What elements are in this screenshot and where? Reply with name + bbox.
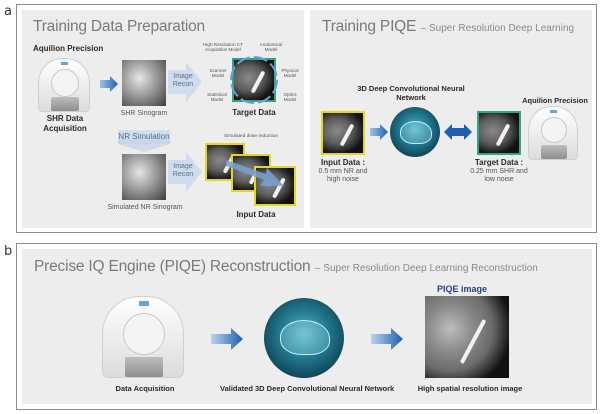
shr-sinogram-label: SHR Sinogram: [120, 110, 168, 117]
card-subtitle: – Super Resolution Deep Learning: [420, 23, 575, 34]
input-data-image: [321, 111, 365, 155]
card-subtitle: – Super Resolution Deep Learning Reconst…: [314, 263, 538, 274]
card-title: Precise IQ Engine (PIQE) Reconstruction: [34, 258, 311, 275]
target-data-image: [477, 111, 521, 155]
input-data-description: 0.5 mm NR and high noise: [318, 168, 368, 184]
target-data-label: Target Data: [232, 108, 276, 117]
target-data-title: Target Data :: [474, 158, 524, 167]
piqe-heading: Precise IQ Engine (PIQE) Reconstruction …: [34, 258, 538, 276]
step-label-network: Validated 3D Deep Convolutional Neural N…: [220, 384, 395, 393]
ct-scanner-image: [102, 296, 184, 378]
card-title: Training Data Preparation: [33, 18, 205, 35]
simulated-sinogram-label: Simulated NR Sinogram: [107, 204, 183, 211]
arrow-right-icon: [100, 76, 118, 92]
step-label-high-res-image: High spatial resolution image: [417, 384, 523, 393]
model-statistical: Statistical Model: [207, 92, 227, 103]
network-label: 3D Deep Convolutional Neural Network: [357, 84, 465, 102]
panel-letter-a: a: [4, 4, 12, 19]
input-data-title: Input Data :: [321, 158, 365, 167]
neural-network-brain-icon: [264, 298, 344, 378]
piqe-ct-image: [425, 296, 509, 378]
dose-reduction-arrow: [226, 160, 284, 186]
step-label-data-acquisition: Data Acquisition: [115, 384, 175, 393]
scanner-label: Aquilion Precision: [522, 96, 588, 105]
arrow-right-icon: [370, 124, 388, 140]
piqe-image-label: PIQE image: [436, 284, 488, 294]
image-recon-label-top: Image Recon: [172, 73, 194, 89]
card-title: Training PIQE: [322, 18, 417, 35]
image-recon-arrow-bottom: [168, 152, 202, 192]
arrow-right-icon: [371, 328, 403, 350]
scanner-label: Aquilion Precision: [33, 44, 104, 53]
panel-letter-b: b: [4, 244, 13, 259]
shr-sinogram-image: [122, 60, 166, 106]
arrow-right-icon: [211, 328, 243, 350]
target-data-description: 0.25 mm SHR and low noise: [470, 168, 528, 184]
bidirectional-arrow-icon: [444, 124, 472, 140]
input-data-label: Input Data: [236, 210, 276, 219]
dose-reduction-label: Simulated dose reduction: [223, 134, 279, 139]
ct-scanner-image: [38, 58, 90, 112]
image-recon-label-bottom: Image Recon: [172, 163, 194, 179]
model-anatomical: Anatomical Model: [259, 42, 283, 53]
training-piqe-heading: Training PIQE – Super Resolution Deep Le…: [322, 18, 574, 36]
target-data-image: [232, 58, 276, 102]
nr-simulation-arrow: [118, 144, 170, 152]
nr-simulation-label: NR Simulation: [118, 130, 170, 144]
model-scanner: Scanner Model: [209, 68, 227, 79]
neural-network-brain-icon: [390, 107, 440, 157]
image-recon-arrow-top: [168, 62, 202, 102]
acquisition-label: SHR Data Acquisition: [43, 114, 87, 133]
model-high-res-ct: High Resolution CT Acquisition Model: [203, 42, 243, 53]
simulated-nr-sinogram-image: [122, 154, 166, 200]
model-physical: Physical Model: [281, 68, 299, 79]
model-cycle-ring: [230, 56, 278, 104]
model-optics: Optics Model: [283, 92, 297, 103]
ct-scanner-image: [528, 106, 578, 160]
